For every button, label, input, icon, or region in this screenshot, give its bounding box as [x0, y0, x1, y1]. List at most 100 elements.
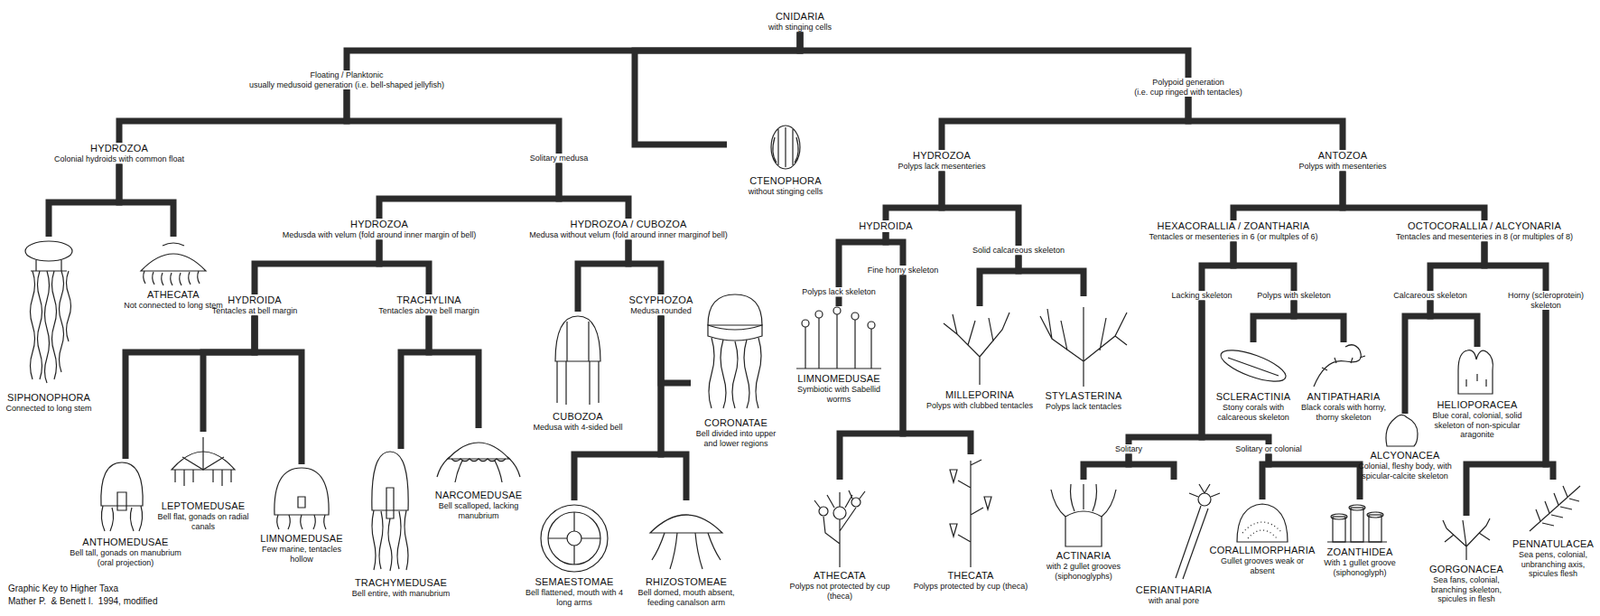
taxon-label: HEXACORALLIA / ZOANTHARIATentacles or me…	[1120, 220, 1347, 242]
taxon-name: LEPTOMEDUSAE	[146, 500, 261, 512]
zoanthidea-figure	[1327, 504, 1387, 542]
tree-branch	[1233, 241, 1294, 292]
taxon-label: Solitary	[1097, 444, 1161, 455]
taxon-name: CTENOPHORA	[726, 175, 845, 187]
taxon-name: ANTOZOA	[1261, 149, 1424, 162]
taxon-name: HYDROIDA	[191, 294, 318, 307]
figure-stroke	[708, 337, 762, 409]
taxon-name: MILLEPORINA	[923, 389, 1036, 401]
figure-stroke	[37, 270, 43, 380]
taxon-name: LIMNOMEDUSAE	[784, 372, 894, 385]
taxon-note: Gullet grooves weak or absent	[1209, 556, 1316, 576]
tree-branch	[1253, 300, 1294, 344]
tree-branch	[941, 171, 1019, 247]
figure-stroke	[949, 469, 992, 537]
narcomedusae-figure	[437, 442, 521, 483]
taxon-label: Polypoid generation(i.e. cup ringed with…	[1061, 77, 1315, 97]
figure-stroke	[1386, 414, 1418, 447]
figure-stroke	[447, 442, 510, 459]
taxon-note: Polyps with skeleton	[1244, 290, 1344, 301]
figure-stroke	[943, 312, 1010, 385]
taxon-note: Bell scalloped, lacking manubrium	[428, 501, 529, 521]
figure-stroke	[651, 532, 721, 569]
taxon-label: TRACHYLINATentacles above bell margin	[361, 294, 497, 317]
taxon-label: Fine horny skeleton	[859, 265, 947, 276]
tree-branch	[119, 89, 347, 143]
taxon-note: Stony corals with calcareous skeleton	[1209, 402, 1297, 422]
tree-branch	[838, 232, 886, 288]
figure-stroke	[1237, 503, 1288, 542]
taxon-label: CNIDARIAwith stinging cells	[700, 10, 900, 33]
figure-stroke	[796, 314, 882, 369]
figure-stroke	[1367, 511, 1384, 518]
taxon-name: SIPHONOPHORA	[5, 391, 93, 404]
taxon-note: Colonial hydroids with common float	[46, 154, 192, 165]
taxon-note: Medusa with 4-sided bell	[528, 422, 628, 433]
taxon-name: PENNATULACEA	[1511, 538, 1595, 550]
figure-stroke	[851, 312, 859, 320]
athecata-polyp-figure	[814, 490, 866, 568]
taxon-label: ACTINARIAwith 2 gullet grooves (siphonog…	[1020, 479, 1147, 581]
gorgonacea-figure	[1442, 518, 1490, 560]
taxon-name: OCTOCORALLIA / ALCYONARIA	[1380, 220, 1589, 233]
taxon-label: Horny (scleroprotein) skeleton	[1500, 290, 1591, 310]
tree-branch	[1268, 454, 1360, 501]
siphonophora-figure	[25, 241, 73, 383]
taxon-name: ANTIPATHARIA	[1300, 390, 1387, 403]
taxon-note: Not connected to long stem	[123, 300, 224, 311]
figure-stroke	[372, 451, 409, 511]
taxon-note: Tentacles at bell margin	[191, 306, 318, 317]
taxon-label: Polyps lack skeleton	[793, 287, 884, 298]
taxon-name: LIMNOMEDUSAE	[251, 532, 352, 545]
alcyonacea-figure	[1386, 414, 1418, 447]
figure-stroke	[1442, 518, 1490, 560]
figure-stroke	[851, 497, 861, 507]
taxon-name: ANTHOMEDUSAE	[62, 536, 189, 549]
athecata-float-figure	[140, 242, 206, 286]
figure-stroke	[567, 530, 582, 546]
figure-stroke	[650, 514, 723, 533]
figure-stroke	[814, 490, 866, 508]
taxon-label: Solitary or colonial	[1223, 444, 1314, 455]
taxon-label: SCLERACTINIAStony corals with calcareous…	[1209, 342, 1297, 422]
tree-branch	[400, 316, 429, 450]
tree-branch	[634, 32, 800, 146]
tree-branch	[1083, 454, 1129, 481]
anthomedusae-figure	[101, 462, 143, 531]
taxon-name: SCYPHOZOA	[615, 294, 707, 307]
taxon-label: ANTOZOAPolyps with mesenteries	[1261, 149, 1424, 172]
taxon-label: Solid calcareous skeleton	[955, 245, 1082, 256]
taxon-note: Bell flat, gonads on radial canals	[146, 511, 261, 531]
tree-branch	[941, 96, 1189, 150]
taxon-label: HYDROZOAPolyps lack mesenteries	[860, 149, 1024, 172]
credit-note: Graphic Key to Higher Taxa	[8, 583, 119, 595]
corallimorpharia-figure	[1237, 503, 1288, 542]
figure-stroke	[277, 496, 326, 530]
taxon-name: ALCYONACEA	[1350, 449, 1460, 462]
semaestomae-figure	[540, 504, 608, 572]
figure-stroke	[59, 270, 65, 373]
tree-branch	[902, 275, 971, 456]
figure-stroke	[1466, 373, 1487, 387]
taxon-note: Medusa without velum (fold around inner …	[505, 230, 752, 241]
taxon-note: Lacking skeleton	[1156, 290, 1247, 301]
taxon-note: Bell flattened, mouth with 4 long arms	[520, 587, 629, 607]
limnomedusae-figure	[274, 467, 329, 530]
figure-stroke	[143, 242, 200, 286]
taxon-label: GORGONACEASea fans, colonial, branching …	[1422, 515, 1511, 605]
taxon-label: HYDROZOAMedusda with velum (fold around …	[256, 218, 503, 241]
figure-stroke	[557, 321, 599, 405]
antipatharia-figure	[1313, 344, 1366, 387]
taxon-note: Floating / Planktonic	[202, 70, 492, 81]
figure-stroke	[1368, 514, 1382, 542]
taxon-note: Polyps lack skeleton	[793, 287, 884, 298]
figure-stroke	[140, 253, 206, 271]
tree-branch	[254, 316, 302, 466]
scleractinia-figure	[1217, 344, 1290, 389]
figure-stroke	[101, 492, 142, 531]
figure-stroke	[548, 511, 601, 565]
figure-stroke	[30, 270, 36, 380]
figure-stroke	[815, 310, 823, 318]
taxon-name: SCLERACTINIA	[1209, 390, 1297, 403]
taxon-note: Tentacles and mesenteries in 8 (or multi…	[1380, 232, 1589, 242]
